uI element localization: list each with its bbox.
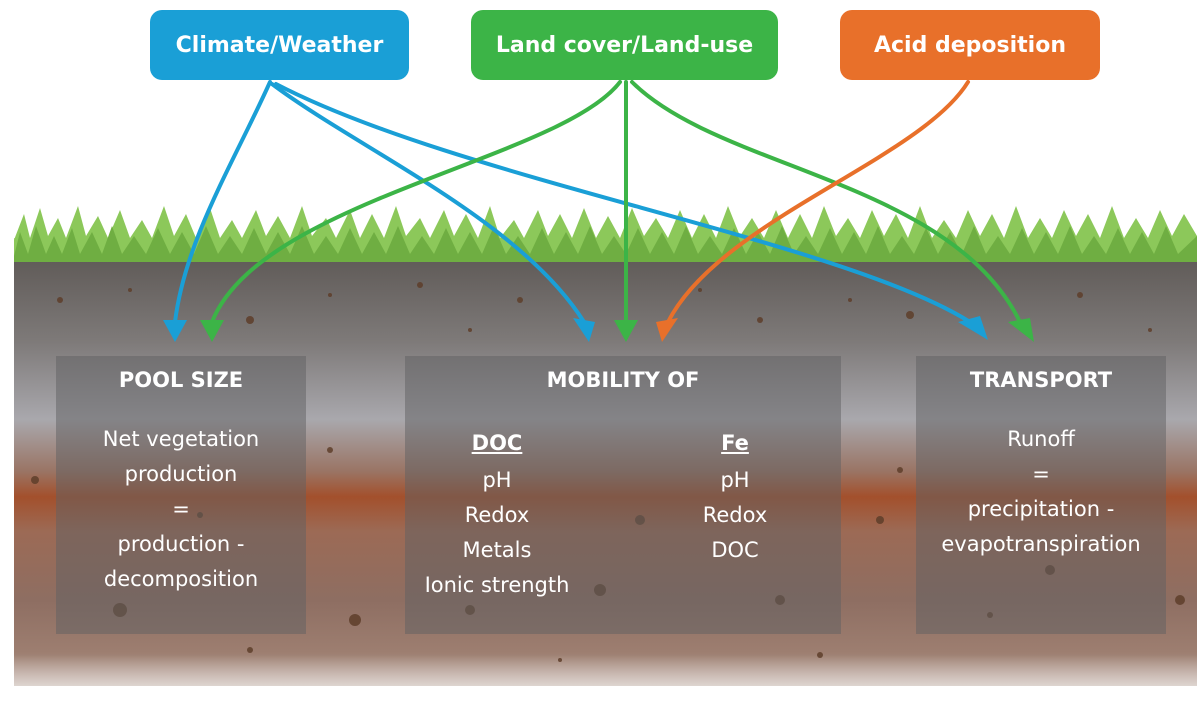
doc-factor: Metals <box>462 538 532 562</box>
pool-size-lines: Net vegetation production = production -… <box>56 422 306 597</box>
transport-line: = <box>1032 462 1050 486</box>
arrowhead-acid-mobility <box>656 318 678 342</box>
arrow-landcover-to-pool <box>210 80 622 324</box>
arrow-climate-to-pool <box>173 80 272 324</box>
fe-factor: Redox <box>702 503 768 527</box>
panel-pool-size: POOL SIZE Net vegetation production = pr… <box>56 356 306 634</box>
doc-factor: Redox <box>464 503 530 527</box>
arrows-acid <box>666 80 970 324</box>
panel-transport: TRANSPORT Runoff = precipitation - evapo… <box>916 356 1166 634</box>
panel-mobility: MOBILITY OF DOC pH Redox Metals Ionic st… <box>405 356 841 634</box>
arrowhead-climate-transport <box>958 316 988 340</box>
pool-size-title: POOL SIZE <box>118 368 244 392</box>
doc-heading: DOC <box>471 431 523 455</box>
arrowhead-landcover-transport <box>1008 318 1034 342</box>
arrow-climate-to-mobility <box>270 82 586 324</box>
arrow-acid-to-mobility <box>666 80 970 324</box>
driver-climate-label: Climate/Weather <box>175 32 384 58</box>
transport-title: TRANSPORT <box>969 368 1113 392</box>
arrowheads <box>163 316 1034 342</box>
arrowhead-climate-pool <box>163 320 187 342</box>
arrows-climate <box>173 80 972 324</box>
arrow-landcover-to-transport <box>630 80 1022 324</box>
arrow-climate-to-transport <box>274 82 972 324</box>
arrowhead-landcover-mobility <box>614 320 638 342</box>
driver-climate-weather: Climate/Weather <box>150 10 409 80</box>
transport-lines: Runoff = precipitation - evapotranspirat… <box>916 422 1166 562</box>
mobility-fe-column: Fe pH Redox DOC <box>673 426 797 568</box>
driver-landcover-label: Land cover/Land-use <box>495 32 754 58</box>
pool-line: production <box>124 462 238 486</box>
doc-factor: pH <box>482 468 512 492</box>
driver-acid-label: Acid deposition <box>873 32 1067 58</box>
pool-line: = <box>172 497 190 521</box>
pool-line: decomposition <box>103 567 259 591</box>
arrowhead-landcover-pool <box>200 320 224 342</box>
transport-line: Runoff <box>1007 427 1075 451</box>
doc-factor: Ionic strength <box>424 573 570 597</box>
driver-land-cover: Land cover/Land-use <box>471 10 778 80</box>
transport-line: precipitation - <box>967 497 1115 521</box>
fe-factor: DOC <box>711 538 759 562</box>
arrowhead-climate-mobility <box>573 318 595 342</box>
driver-acid-deposition: Acid deposition <box>840 10 1100 80</box>
arrows-landcover <box>210 80 1022 324</box>
mobility-title: MOBILITY OF <box>546 368 700 392</box>
grass-strip <box>14 206 1197 262</box>
pool-line: Net vegetation <box>102 427 260 451</box>
soil-fade <box>0 655 1197 713</box>
transport-line: evapotranspiration <box>941 532 1141 556</box>
fe-heading: Fe <box>721 431 749 455</box>
mobility-doc-column: DOC pH Redox Metals Ionic strength <box>417 426 577 603</box>
pool-line: production - <box>117 532 245 556</box>
fe-factor: pH <box>720 468 750 492</box>
